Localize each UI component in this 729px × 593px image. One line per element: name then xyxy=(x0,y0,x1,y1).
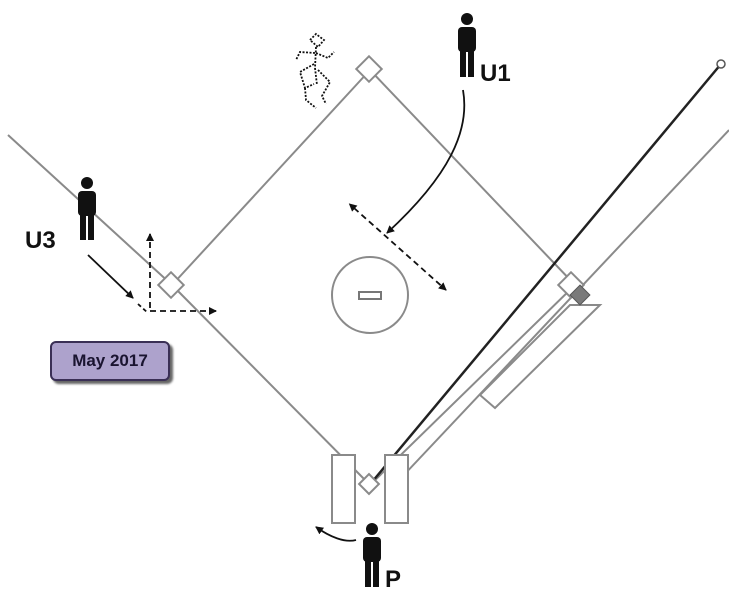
umpire-u3-icon xyxy=(78,177,96,240)
batters-box-right xyxy=(384,454,409,524)
pitchers-rubber xyxy=(358,291,382,300)
u3-path-dash xyxy=(137,303,149,314)
u1-adjustment-arrow xyxy=(348,203,447,291)
date-badge-text: May 2017 xyxy=(72,351,148,370)
first-base-marker xyxy=(569,284,591,306)
plate-umpire-movement-arrow xyxy=(315,526,357,542)
home-plate xyxy=(357,472,381,496)
batters-box-left xyxy=(331,454,356,524)
umpire-u3-label: U3 xyxy=(25,227,56,254)
runner-icon xyxy=(295,32,335,109)
u1-movement-arrow xyxy=(386,89,466,234)
right-foul-line xyxy=(384,129,729,496)
third-base xyxy=(156,270,186,300)
coach-box xyxy=(478,304,603,410)
ball-flight-line xyxy=(371,63,722,483)
infield-diamond xyxy=(171,69,576,486)
date-badge: May 2017 xyxy=(50,341,170,381)
ball-flight-end-marker xyxy=(716,59,726,69)
u3-movement-arrow xyxy=(87,254,134,299)
plate-umpire-label: P xyxy=(385,566,401,593)
second-base xyxy=(354,54,384,84)
plate-umpire-icon xyxy=(363,523,381,587)
umpire-u1-icon xyxy=(458,13,476,77)
umpire-u1-label: U1 xyxy=(480,60,511,87)
